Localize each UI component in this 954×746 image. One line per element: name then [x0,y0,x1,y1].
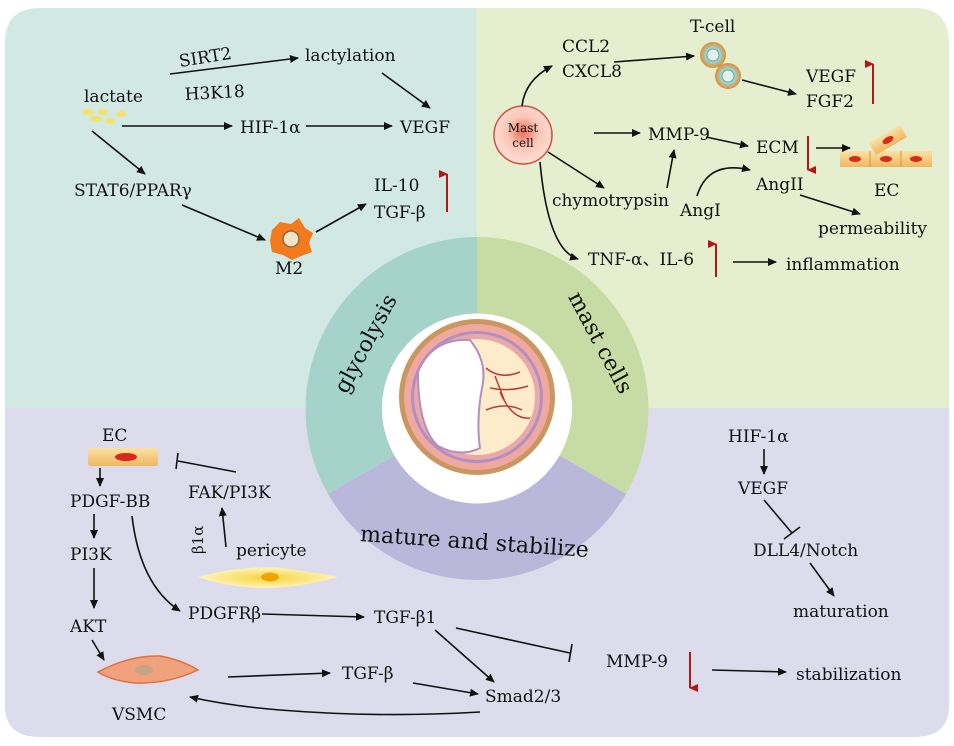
label-tgf-b: TGF-β [342,664,394,684]
arrow-angi-angii [696,164,751,197]
inhibit-vegf-dll4 [763,499,801,540]
arrow-mast-ccl2 [521,65,553,107]
label-cell: cell [512,136,534,150]
arrow-mmp9-ecm [705,136,749,149]
arrow-tgfb1-smad [434,629,495,683]
label-mmp-9: MMP-9 [648,125,710,145]
label-maturation: maturation [793,602,889,622]
label-fgf2: FGF2 [806,92,854,112]
inhibit-tgfb1-mmp9 [455,627,573,663]
ring-sector-glycolysis [305,237,477,494]
label-vsmc: VSMC [111,705,166,725]
ring-sector-mature [328,454,626,581]
label-tnf-il6: TNF-α、IL-6 [588,250,694,270]
label-ec-q2: EC [874,181,899,201]
arrow-dll4-maturation [809,562,835,597]
label-pericyte: pericyte [236,541,307,561]
m2-macrophage-icon [270,218,313,260]
t-cell-icon [700,42,741,89]
label-pdgfrb: PDGFRβ [188,604,261,624]
label-beta1-alpha: β1α [189,526,207,554]
glycolysis-pathway: lactate SIRT2 H3K18 lactylation HIF-1α V… [74,44,450,279]
arrow-vsmc-tgfb [227,669,331,678]
label-pdgf-bb: PDGF-BB [70,492,150,512]
notch-pathway: HIF-1α VEGF DLL4/Notch maturation [728,427,889,622]
label-tgf-b: TGF-β [374,203,426,223]
label-permeability: permeability [818,219,927,239]
label-mast: Mast [508,121,539,135]
label-t-cell: T-cell [690,17,735,37]
pericyte-icon [198,567,338,588]
label-ccl2: CCL2 [562,37,610,57]
label-ec-q3: EC [102,426,127,446]
label-vegf-q2: VEGF [805,67,856,87]
arrow-mast-tnf [539,161,579,261]
vsmc-cell-icon [96,655,200,684]
label-angi: AngI [679,201,721,221]
label-vegf: VEGF [399,118,450,138]
arrow-m2-il10 [315,203,367,233]
label-dll4-notch: DLL4/Notch [753,541,858,561]
lactate-dots-icon [82,109,126,124]
label-pi3k: PI3K [70,545,112,565]
ring-sector-mast [477,237,649,494]
label-h3k18: H3K18 [184,82,245,105]
arrow-lactylation-vegf [381,72,431,109]
arrow-lactate-stat6 [91,130,146,175]
label-vegf-q4: VEGF [737,479,788,499]
arrow-pdgfrb-tgfb1 [261,612,365,621]
arrow-sirt2-lactylation [169,55,299,75]
label-lactylation: lactylation [305,46,396,66]
label-angii: AngII [755,175,804,195]
label-tgf-b1: TGF-β1 [374,608,436,628]
arrow-tcell-vegf [741,79,797,96]
label-hif-1a: HIF-1α [240,118,301,138]
label-lactate: lactate [84,87,143,107]
central-ring: glycolysis mast cells mature and stabili… [305,237,649,581]
arrow-mast-chymo [547,151,605,189]
label-akt: AKT [69,617,107,637]
label-fak-pi3k: FAK/PI3K [188,483,271,503]
arrow-akt-vsmc [91,639,105,661]
label-cxcl8: CXCL8 [562,62,622,82]
maturation-pathway: EC PDGF-BB FAK/PI3K β1α pericyte PI3K AK… [69,426,901,725]
label-mmp-9-q3: MMP-9 [606,652,668,672]
label-stat6-ppar: STAT6/PPARγ [74,181,192,201]
inhibit-fak-ec [175,452,237,473]
label-inflammation: inflammation [786,255,900,275]
arrow-angii-permeability [799,194,861,216]
ec-cells-icon [840,124,932,167]
vessel-cross-section-image [399,319,555,475]
label-ecm: ECM [756,138,799,158]
arrow-chymo-mmp9 [666,149,677,189]
mast-cell-icon [493,105,553,165]
arrow-smad-vsmc [189,694,481,716]
arrow-pericyte-fak [218,507,227,548]
label-stabilization: stabilization [796,665,901,685]
arrow-pdgfbb-pdgfrb [131,515,181,612]
label-hif-1a-q4: HIF-1α [728,427,789,447]
arrow-stat6-m2 [181,204,266,241]
arrow-cxcl8-tcell [613,52,695,63]
arrow-mmp9-stabilization [711,667,787,676]
label-smad: Smad2/3 [485,687,561,707]
label-chymotrypsin: chymotrypsin [552,191,669,211]
label-m2: M2 [275,259,303,279]
label-il-10: IL-10 [374,176,419,196]
ec-cell-icon [88,448,158,466]
arrow-tgfb-smad [412,682,479,697]
mast-cell-pathway: Mast cell CCL2 CXCL8 T-cell VEGF FGF2 MM… [493,17,932,277]
